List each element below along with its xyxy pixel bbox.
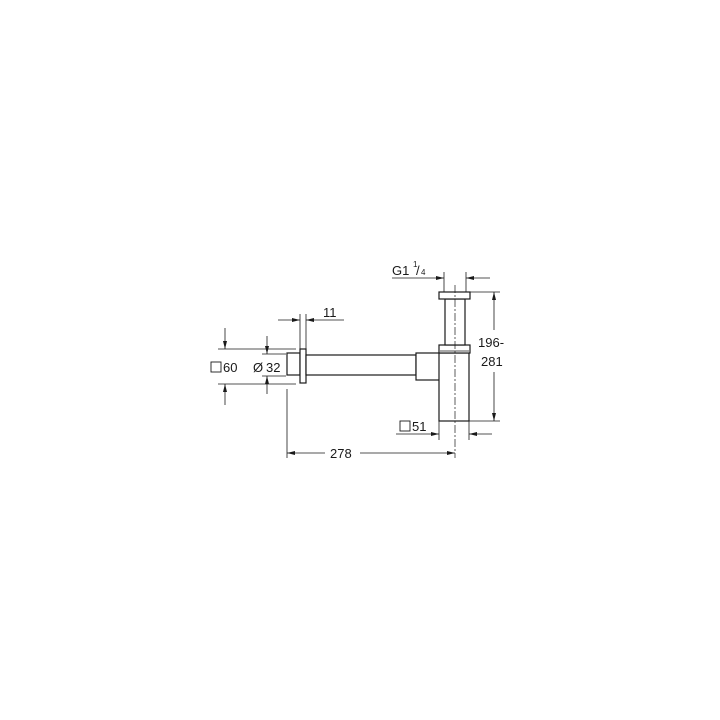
height-label-bottom: 281 — [481, 354, 503, 369]
thread-label-prefix: G1 — [392, 263, 409, 278]
wall-flange — [299, 348, 307, 384]
diameter-symbol-icon: Ø — [253, 360, 263, 375]
height-label-top: 196- — [478, 335, 504, 350]
dimension-thread: G1 1 / 4 — [392, 260, 490, 292]
dimension-body-square: 51 — [396, 419, 492, 440]
dimension-projection: 278 — [286, 389, 455, 461]
square-symbol-icon — [210, 361, 222, 373]
pipe-diameter-label: 32 — [266, 360, 280, 375]
dimension-flange-thickness: 11 — [278, 305, 344, 349]
thread-label-sup: 1 — [413, 260, 418, 269]
trap-geometry — [286, 285, 471, 458]
thread-label-sub: 4 — [421, 268, 426, 277]
trap-body — [438, 352, 470, 422]
wall-stub — [286, 352, 301, 376]
dimension-pipe-diameter: Ø 32 — [253, 336, 286, 394]
horizontal-pipe — [305, 354, 417, 376]
dimension-flange-square: 60 — [210, 328, 296, 405]
dimension-height: 196- 281 — [469, 291, 504, 422]
pipe-collar — [415, 352, 441, 381]
square-symbol-icon — [399, 420, 411, 432]
flange-square-label: 60 — [223, 360, 237, 375]
thread-label-slash: / — [416, 263, 420, 278]
top-cap — [438, 291, 471, 300]
body-square-label: 51 — [412, 419, 426, 434]
flange-thickness-label: 11 — [323, 305, 337, 320]
projection-label: 278 — [330, 446, 352, 461]
trap-nut — [438, 344, 471, 354]
